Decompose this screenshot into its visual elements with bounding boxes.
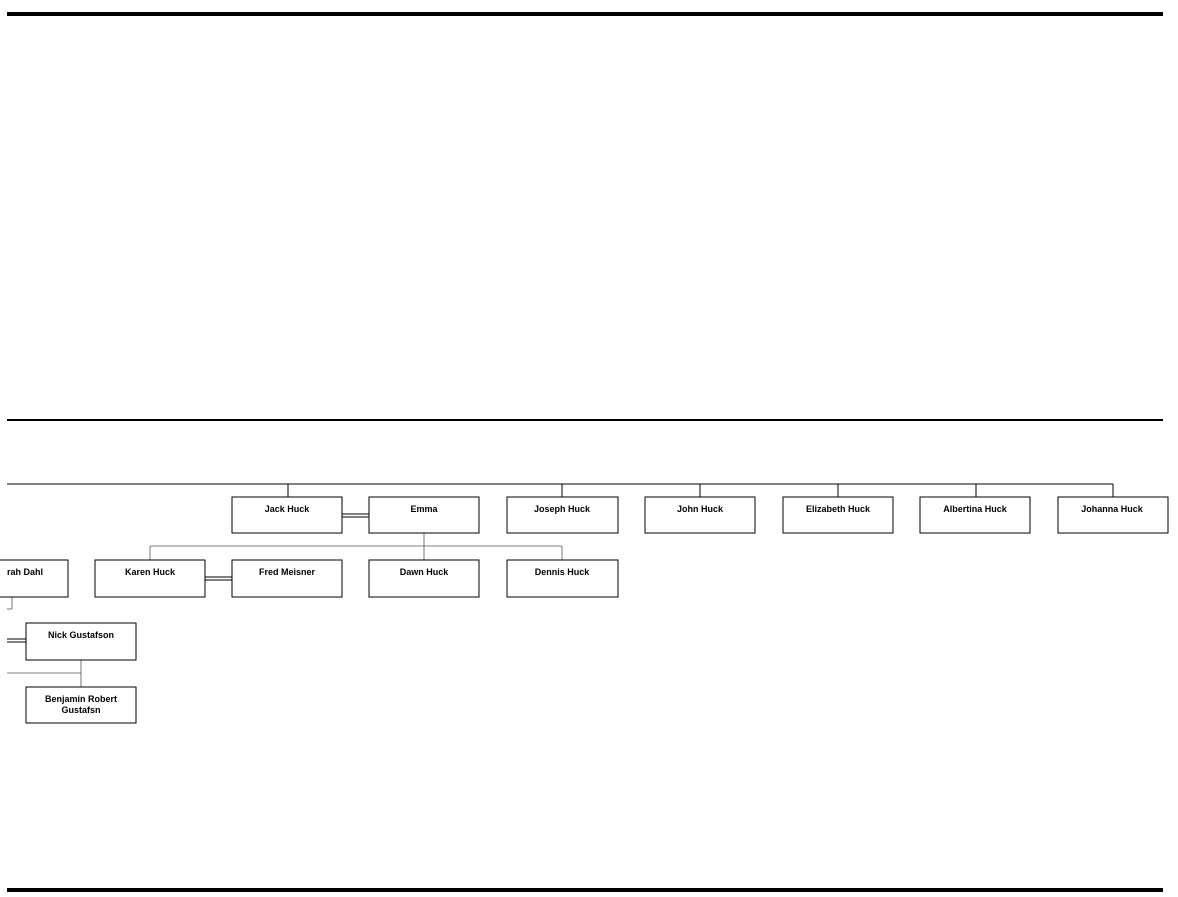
person-elizabeth-huck[interactable]: Elizabeth Huck: [782, 496, 894, 534]
person-label: Dawn Huck: [400, 567, 450, 577]
person-nick-gustafson[interactable]: Nick Gustafson: [25, 622, 137, 661]
person-label: Joseph Huck: [534, 504, 591, 514]
person-label: rah Dahl: [7, 567, 43, 577]
person-joseph-huck[interactable]: Joseph Huck: [506, 496, 619, 534]
bottom-rule: [7, 888, 1163, 892]
top-rule: [7, 12, 1163, 16]
person-albertina-huck[interactable]: Albertina Huck: [919, 496, 1031, 534]
person-label: Karen Huck: [125, 567, 176, 577]
person-label-line-2: Gustafsn: [61, 705, 100, 715]
person-dennis-huck[interactable]: Dennis Huck: [506, 559, 619, 598]
person-johanna-huck[interactable]: Johanna Huck: [1057, 496, 1169, 534]
person-john-huck[interactable]: John Huck: [644, 496, 756, 534]
person-emma[interactable]: Emma: [368, 496, 480, 534]
person-label: Nick Gustafson: [48, 630, 114, 640]
person-label: Emma: [410, 504, 438, 514]
person-benjamin-robert-gustafsn[interactable]: Benjamin Robert Gustafsn: [25, 686, 137, 724]
person-karen-huck[interactable]: Karen Huck: [94, 559, 206, 598]
person-label: Johanna Huck: [1081, 504, 1144, 514]
person-label: Fred Meisner: [259, 567, 316, 577]
person-sarah-dahl[interactable]: rah Dahl: [0, 559, 69, 598]
person-label: Dennis Huck: [535, 567, 591, 577]
person-label: John Huck: [677, 504, 724, 514]
person-label: Albertina Huck: [943, 504, 1008, 514]
person-label: Elizabeth Huck: [806, 504, 871, 514]
person-dawn-huck[interactable]: Dawn Huck: [368, 559, 480, 598]
person-jack-huck[interactable]: Jack Huck: [231, 496, 343, 534]
person-label: Jack Huck: [265, 504, 311, 514]
person-fred-meisner[interactable]: Fred Meisner: [231, 559, 343, 598]
middle-rule: [7, 419, 1163, 421]
person-label-line-1: Benjamin Robert: [45, 694, 117, 704]
